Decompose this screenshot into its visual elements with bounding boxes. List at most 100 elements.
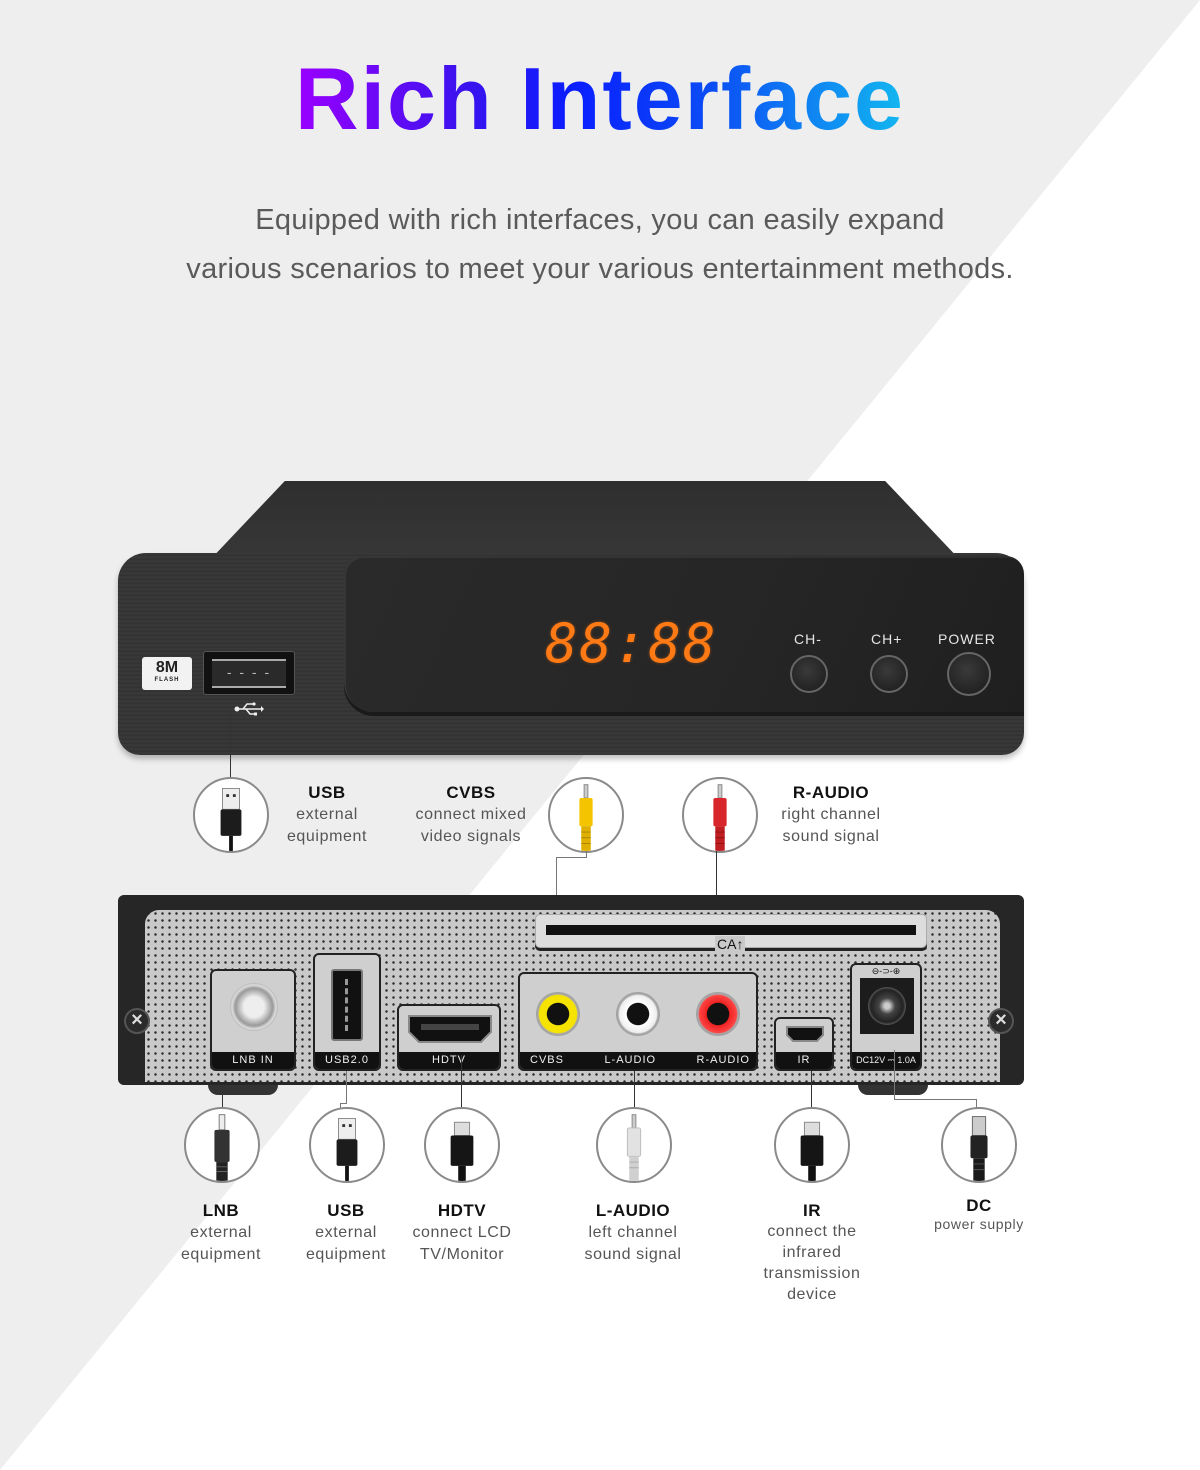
mini-usb-socket-icon [786, 1026, 824, 1042]
callout-ir: IR connect the infrared transmission dev… [748, 1200, 876, 1305]
usb-back-leader-line [340, 1103, 347, 1104]
callout-desc: video signals [420, 828, 522, 845]
ch-minus-label: CH- [794, 631, 822, 647]
hdtv-port[interactable]: HDTV [397, 1004, 501, 1071]
dc-plug-icon [941, 1107, 1017, 1183]
callout-desc: external [190, 1224, 252, 1241]
ir-port[interactable]: IR [774, 1017, 834, 1071]
callout-desc: infrared [782, 1244, 842, 1261]
screw-left-icon: × [124, 1008, 150, 1034]
callout-usb-front: USB external equipment [272, 782, 382, 848]
callout-desc: left channel [588, 1224, 678, 1241]
badge-main-text: 8M [155, 659, 179, 676]
callout-hdtv: HDTV connect LCD TV/Monitor [400, 1200, 524, 1266]
callout-title: R-AUDIO [792, 783, 870, 802]
callout-title: IR [803, 1201, 821, 1220]
front-usb-port[interactable]: - - - - [203, 651, 295, 695]
rca-yellow-plug-icon [548, 777, 624, 853]
callout-title: HDTV [437, 1201, 487, 1220]
led-clock-display: 88:88 [545, 612, 718, 675]
hdmi-plug-icon [424, 1107, 500, 1183]
raudio-label: R-AUDIO [696, 1054, 750, 1066]
subtitle-line-2: various scenarios to meet your various e… [186, 253, 1014, 285]
dc-leader-line [894, 1099, 976, 1100]
callout-lnb: LNB external equipment [166, 1200, 276, 1266]
av-labels: CVBS L-AUDIO R-AUDIO [520, 1052, 756, 1069]
callout-cvbs: CVBS connect mixed video signals [404, 782, 538, 848]
hdtv-label: HDTV [399, 1052, 499, 1069]
usb-port-contacts: - - - - [212, 659, 286, 688]
usb-plug-icon [193, 777, 269, 853]
usb-socket-icon [331, 969, 363, 1041]
callout-desc: sound signal [584, 1246, 682, 1263]
ir-label: IR [776, 1052, 832, 1069]
power-button[interactable] [947, 652, 991, 696]
callout-dc: DC power supply [924, 1197, 1034, 1233]
ch-plus-button[interactable] [870, 655, 908, 693]
ch-minus-button[interactable] [790, 655, 828, 693]
rca-red-plug-icon [682, 777, 758, 853]
subtitle-line-1: Equipped with rich interfaces, you can e… [255, 204, 945, 236]
ir-leader-line [811, 1071, 812, 1110]
callout-raudio: R-AUDIO right channel sound signal [763, 782, 899, 848]
dc-socket-housing [860, 978, 914, 1034]
callout-desc: transmission [763, 1265, 861, 1282]
ir-plug-icon [774, 1107, 850, 1183]
page-title: Rich Interface [295, 49, 905, 148]
device-foot [858, 1085, 928, 1095]
dc-power-port[interactable]: ⊖-⊃-⊕ DC12V ⎓ 1.0A [850, 963, 922, 1071]
screw-right-icon: × [988, 1008, 1014, 1034]
lnb-plug-icon [184, 1107, 260, 1183]
badge-sub-text: FLASH [154, 677, 180, 683]
callout-laudio: L-AUDIO left channel sound signal [568, 1200, 698, 1266]
callout-title: LNB [202, 1201, 240, 1220]
callout-desc: device [787, 1286, 837, 1303]
callout-title: CVBS [446, 783, 496, 802]
usb-back-leader-line [346, 1071, 347, 1103]
callout-desc: power supply [934, 1216, 1024, 1232]
laudio-label: L-AUDIO [604, 1054, 657, 1066]
cvbs-label: CVBS [530, 1054, 564, 1066]
ch-plus-label: CH+ [871, 631, 903, 647]
lnb-in-label: LNB IN [212, 1052, 294, 1069]
coax-connector-icon [230, 983, 278, 1031]
ca-label: CA↑ [715, 936, 746, 952]
device-front-panel [344, 556, 1024, 712]
callout-desc: equipment [286, 828, 368, 845]
callout-title: DC [966, 1196, 992, 1215]
cvbs-jack[interactable] [536, 992, 580, 1036]
dc-leader-line [894, 1050, 895, 1100]
lnb-in-port[interactable]: LNB IN [210, 969, 296, 1071]
callout-desc: sound signal [782, 828, 880, 845]
callout-desc: connect the [767, 1223, 857, 1240]
hdtv-leader-line [461, 1055, 462, 1110]
laudio-leader-line [634, 1071, 635, 1110]
usb2-port[interactable]: USB2.0 [313, 953, 381, 1071]
flash-8m-badge: 8M FLASH [142, 657, 192, 690]
callout-title: USB [308, 783, 346, 802]
cvbs-leader-line [586, 851, 587, 857]
usb-leader-line [230, 712, 231, 780]
dc-label: DC12V ⎓ 1.0A [852, 1052, 920, 1069]
callout-desc: external [315, 1224, 377, 1241]
laudio-jack[interactable] [616, 992, 660, 1036]
callout-desc: connect LCD [412, 1224, 512, 1241]
callout-title: L-AUDIO [595, 1201, 671, 1220]
page-subtitle: Equipped with rich interfaces, you can e… [0, 196, 1200, 294]
callout-usb-back: USB external equipment [291, 1200, 401, 1266]
lnb-leader-line [222, 1085, 223, 1108]
callout-desc: TV/Monitor [419, 1246, 505, 1263]
raudio-jack[interactable] [696, 992, 740, 1036]
callout-desc: equipment [180, 1246, 262, 1263]
hdmi-socket-icon [408, 1015, 492, 1043]
device-foot [208, 1085, 278, 1095]
usb-back-plug-icon [309, 1107, 385, 1183]
callout-desc: right channel [781, 806, 881, 823]
dc-leader-line [976, 1099, 977, 1109]
callout-desc: equipment [305, 1246, 387, 1263]
ca-slot-opening [546, 925, 916, 935]
usb2-label: USB2.0 [315, 1052, 379, 1069]
dc-jack-icon [868, 987, 906, 1025]
dc-polarity-icon: ⊖-⊃-⊕ [871, 966, 901, 976]
power-label: POWER [938, 631, 996, 647]
